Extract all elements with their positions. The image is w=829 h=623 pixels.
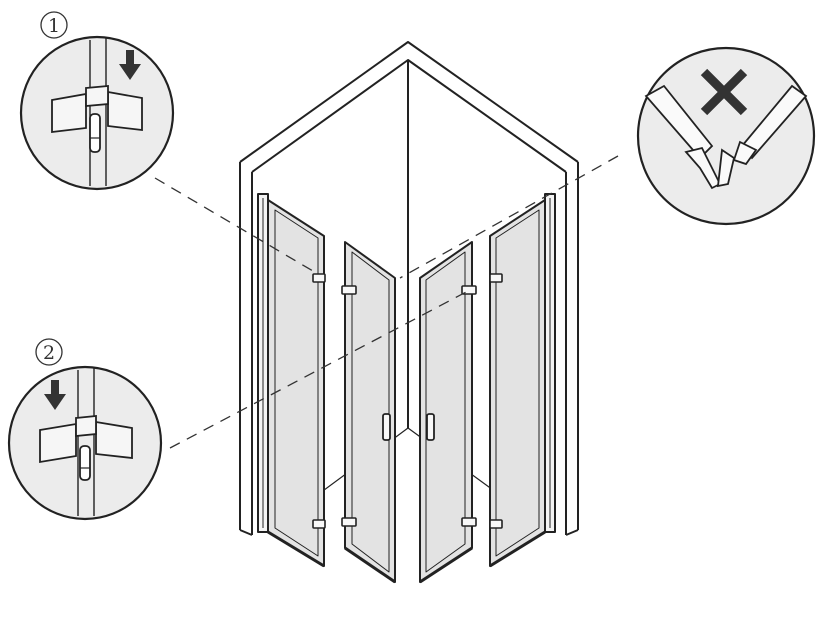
step-1-number-circle <box>40 11 68 39</box>
step-2-detail-circle <box>7 365 163 521</box>
right-wall-profile <box>544 193 556 533</box>
step-2-number-circle <box>35 338 63 366</box>
step-2-detail: 2 <box>7 338 163 521</box>
down-arrow-icon <box>44 380 66 410</box>
cross-icon <box>700 68 748 116</box>
panel-hinges <box>312 273 503 529</box>
seal-detail-1 <box>636 46 816 226</box>
shower-enclosure <box>239 41 579 584</box>
panel-bottom-profiles <box>267 530 546 584</box>
seal-detail-1-circle <box>636 46 816 226</box>
step-1-detail: 1 <box>19 11 175 191</box>
down-arrow-icon <box>119 50 141 80</box>
step-1-number: 1 <box>48 15 60 37</box>
step-2-hinge-illustration <box>39 368 133 516</box>
step-2-number: 2 <box>43 342 55 364</box>
step-1-hinge-illustration <box>51 38 143 186</box>
seal-detail-1-profiles <box>644 84 808 190</box>
door-panel-right-inner <box>419 241 473 583</box>
leader-lines <box>154 155 619 449</box>
step-1-detail-circle <box>19 35 175 191</box>
door-handles <box>382 413 435 441</box>
door-panel-left-outer <box>267 199 325 567</box>
door-panel-right-outer <box>489 199 546 567</box>
left-wall-profile <box>257 193 269 533</box>
corner-walls <box>239 41 579 536</box>
